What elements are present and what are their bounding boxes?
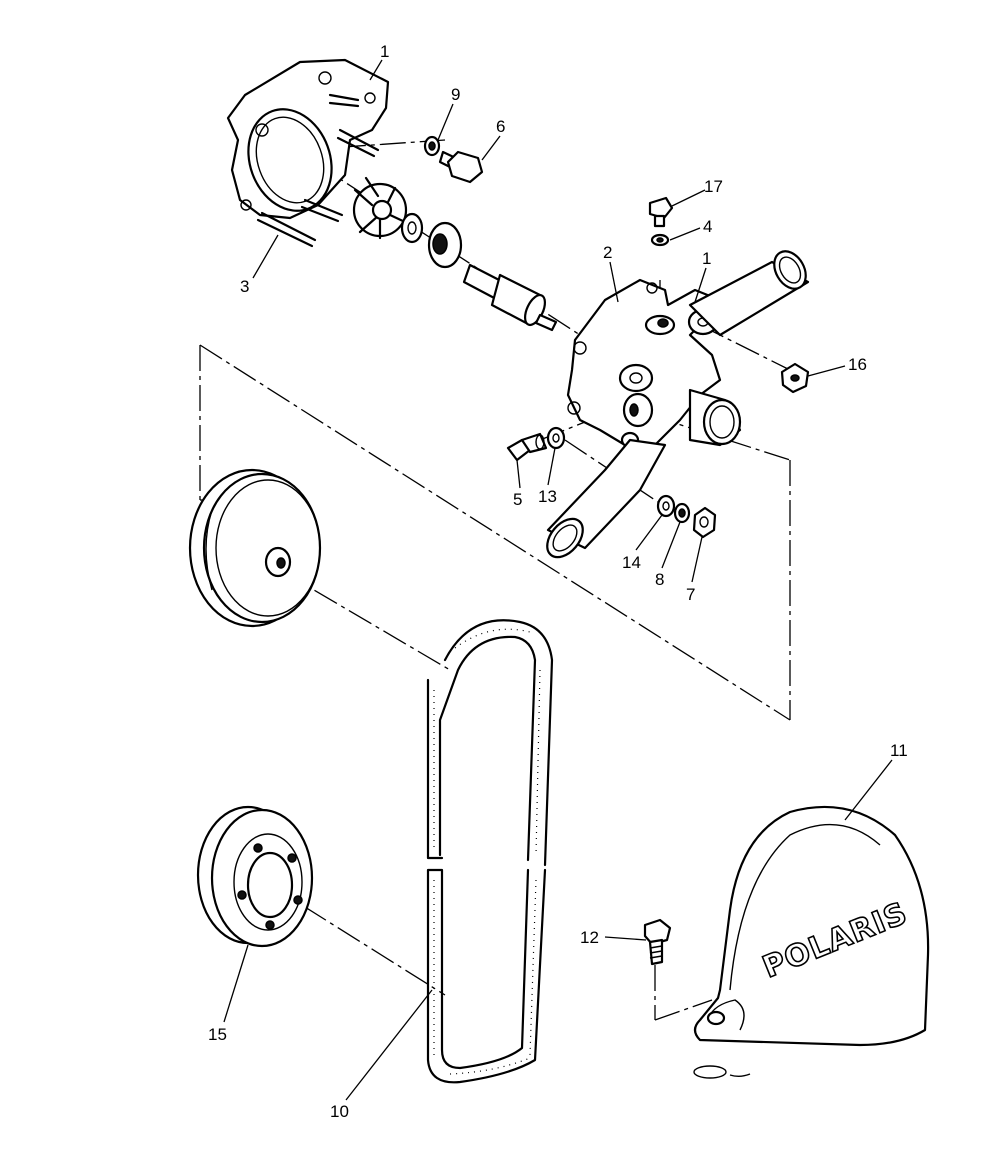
- outlet-tube-side: [688, 388, 742, 447]
- washer-9: [423, 135, 441, 157]
- lock-washer-8: [673, 502, 691, 524]
- pump-body: [566, 278, 722, 449]
- washer-14: [656, 494, 676, 518]
- crank-pulley: [196, 805, 314, 948]
- callout-10: 10: [330, 1102, 349, 1121]
- outlet-tube-lower: [546, 438, 667, 559]
- bolt-12: [643, 918, 672, 966]
- washer-13: [546, 426, 566, 450]
- callout-15: 15: [208, 1025, 227, 1044]
- callout-11: 11: [890, 741, 908, 760]
- callout-labels: 1 9 6 17 4 2 1 3 16 5 13 14 8 7 11 12 15…: [208, 42, 908, 1121]
- callout-7: 7: [686, 585, 695, 604]
- washer-4: [650, 233, 670, 247]
- drive-pulley: [188, 468, 322, 628]
- mechanical-seal: [427, 221, 463, 269]
- drive-belt: [426, 619, 554, 1084]
- seal-washer: [400, 212, 424, 244]
- callout-4: 4: [703, 217, 712, 236]
- impeller: [352, 176, 408, 240]
- callout-1-lower: 1: [702, 249, 711, 268]
- outlet-tube-upper: [688, 250, 810, 337]
- pump-housing-plate: [226, 58, 390, 220]
- callout-9: 9: [451, 85, 460, 104]
- callout-2: 2: [603, 243, 612, 262]
- callout-13: 13: [538, 487, 557, 506]
- belt-cover: POLARIS: [693, 805, 930, 1079]
- callout-3: 3: [240, 277, 249, 296]
- callout-6: 6: [496, 117, 505, 136]
- leader-lines: [223, 59, 893, 1101]
- nut-16: [780, 362, 810, 394]
- studs: [256, 93, 380, 248]
- bolt-6: [438, 150, 484, 184]
- callout-8: 8: [655, 570, 664, 589]
- fitting-5: [506, 432, 548, 462]
- callout-14: 14: [622, 553, 641, 572]
- callout-1-upper: 1: [380, 42, 389, 61]
- callout-5: 5: [513, 490, 522, 509]
- callout-17: 17: [704, 177, 723, 196]
- bolt-17: [648, 196, 674, 228]
- pump-shaft: [462, 263, 558, 332]
- callout-16: 16: [848, 355, 867, 374]
- nut-7: [692, 506, 717, 539]
- callout-12: 12: [580, 928, 599, 947]
